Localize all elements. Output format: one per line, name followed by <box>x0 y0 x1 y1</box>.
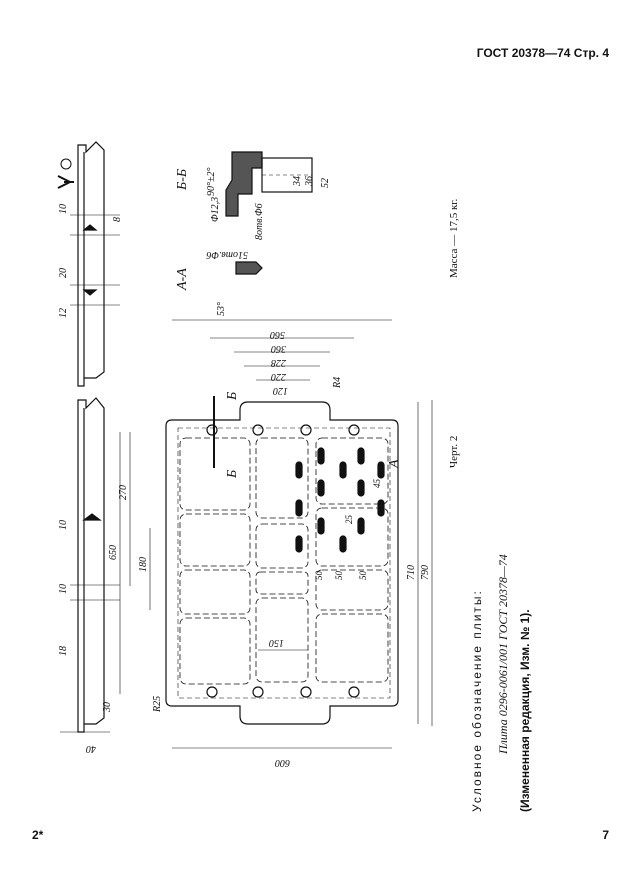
dimension-labels: 560 360 228 220 120 600 650 270 180 710 … <box>58 168 431 769</box>
designation-value: Плита 0296-0061/001 ГОСТ 20378—74 <box>496 554 510 754</box>
dimension-lines <box>119 319 433 749</box>
section-b-mark: Б <box>225 392 240 401</box>
dim-10-low: 10 <box>58 584 69 594</box>
section-a-mark: А <box>387 459 402 469</box>
figure-label: Черт. 2 <box>448 435 460 468</box>
phi-12-3: Φ12,3 <box>210 197 221 222</box>
dim-710: 710 <box>406 565 417 580</box>
dim-120: 120 <box>273 385 288 396</box>
slot-8: 8отв.Φ6 <box>254 203 265 240</box>
radius-r25: R25 <box>152 696 163 713</box>
angle-90: 90°±2° <box>206 168 217 197</box>
dim-25: 25 <box>344 515 354 525</box>
dim-18: 18 <box>58 646 69 656</box>
dim-150: 150 <box>269 637 284 648</box>
dim-600: 600 <box>275 757 290 768</box>
section-b-mark-2: Б <box>225 470 240 479</box>
section-aa-label: А-А <box>175 268 190 291</box>
dim-50-c: 50 <box>358 571 368 581</box>
dim-12: 12 <box>58 308 69 318</box>
dim-40: 40 <box>86 743 96 754</box>
dim-50-a: 50 <box>314 571 324 581</box>
section-labels: А-А Б-Б Б Б А <box>175 169 402 479</box>
dim-50-b: 50 <box>334 571 344 581</box>
dim-270: 270 <box>118 485 129 500</box>
dim-8-top: 8 <box>112 217 123 222</box>
dim-560: 560 <box>270 329 285 340</box>
footer-page: 7 <box>602 828 609 842</box>
dim-220: 220 <box>271 371 286 382</box>
slot-51: 51отв.Φ6 <box>206 249 248 260</box>
radius-r4: R4 <box>332 377 343 389</box>
dim-52: 52 <box>320 178 331 188</box>
dim-36: 36 <box>304 176 315 187</box>
dim-360: 360 <box>271 343 287 354</box>
page-header: ГОСТ 20378—74 Стр. 4 <box>477 46 609 60</box>
roughness-mark <box>57 158 74 189</box>
dim-20: 20 <box>58 268 69 278</box>
dim-228: 228 <box>271 357 286 368</box>
revision-note: (Измененная редакция, Изм. № 1). <box>518 609 532 812</box>
footer-mark: 2* <box>32 828 44 842</box>
dim-10-mid: 10 <box>58 520 69 530</box>
side-profile-bottom <box>60 397 120 733</box>
dim-180: 180 <box>138 557 149 572</box>
dim-34: 34 <box>292 176 303 187</box>
standard-number: ГОСТ 20378—74 <box>476 46 571 60</box>
dim-650: 650 <box>108 545 119 560</box>
dim-45: 45 <box>372 479 382 489</box>
angle-53: 53° <box>216 302 227 316</box>
section-aa <box>235 261 263 275</box>
plate-plan-view <box>165 396 399 725</box>
section-bb-label: Б-Б <box>175 169 190 191</box>
page-label: Стр. 4 <box>573 46 609 60</box>
mass-label: Масса — 17,5 кг. <box>448 198 460 278</box>
section-bb <box>225 151 313 217</box>
designation-label: Условное обозначение плиты: <box>470 589 484 812</box>
dim-30: 30 <box>102 702 113 713</box>
side-profile-top <box>70 141 120 387</box>
dim-10-top: 10 <box>58 204 69 214</box>
dim-790: 790 <box>420 565 431 580</box>
